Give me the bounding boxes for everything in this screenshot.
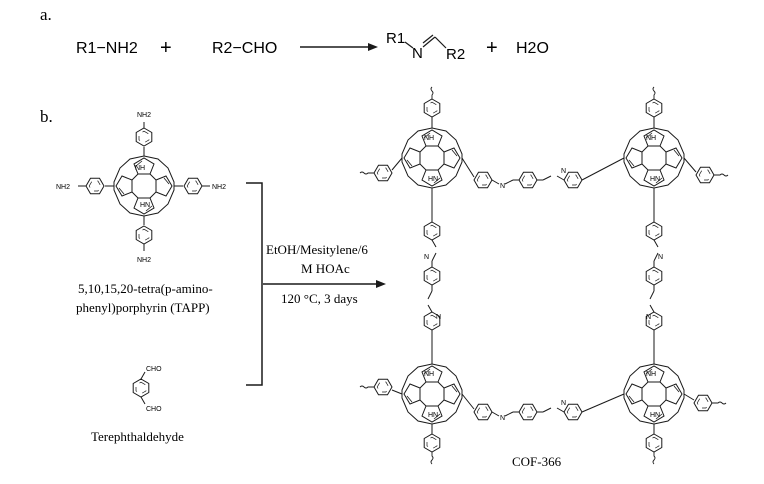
tapp-name-line2: phenyl)porphyrin (TAPP) xyxy=(76,300,210,315)
svg-text:N: N xyxy=(561,168,566,175)
svg-text:NH: NH xyxy=(646,371,656,378)
panel-a-label: a. xyxy=(40,5,52,24)
panel-b-label: b. xyxy=(40,107,53,126)
plus-sign-1: + xyxy=(160,37,172,59)
svg-text:N: N xyxy=(658,254,663,261)
svg-text:R2: R2 xyxy=(446,46,465,63)
svg-text:HN: HN xyxy=(140,202,150,209)
svg-text:NH: NH xyxy=(646,135,656,142)
svg-text:N: N xyxy=(436,314,441,321)
reaction-arrow-a xyxy=(300,43,378,51)
cof-366-structure: NH HN NH HN NH HN NH HN N N N N N N N N xyxy=(359,86,729,465)
tapp-structure: NH HN NH2 NH2 NH2 NH2 xyxy=(56,112,226,264)
svg-text:N: N xyxy=(424,254,429,261)
svg-text:NH: NH xyxy=(424,371,434,378)
reactant-amine: R1−NH2 xyxy=(76,40,138,57)
svg-text:CHO: CHO xyxy=(146,366,162,373)
svg-text:R1: R1 xyxy=(386,30,405,47)
svg-text:N: N xyxy=(646,314,651,321)
svg-text:NH2: NH2 xyxy=(137,257,151,264)
conditions-line3: 120 °C, 3 days xyxy=(281,291,358,306)
tapp-name-line1: 5,10,15,20-tetra(p-amino- xyxy=(78,281,213,296)
reactant-bracket xyxy=(246,182,263,386)
svg-text:N: N xyxy=(500,183,505,190)
water: H2O xyxy=(516,40,549,57)
reactant-aldehyde: R2−CHO xyxy=(212,40,277,57)
svg-text:HN: HN xyxy=(650,412,660,419)
svg-text:NH2: NH2 xyxy=(56,184,70,191)
svg-text:N: N xyxy=(561,400,566,407)
svg-text:N: N xyxy=(500,415,505,422)
reaction-arrow-b xyxy=(263,280,386,288)
plus-sign-2: + xyxy=(486,37,498,59)
svg-text:N: N xyxy=(412,45,423,62)
svg-text:CHO: CHO xyxy=(146,406,162,413)
svg-text:NH: NH xyxy=(424,135,434,142)
terephthaldehyde-name: Terephthaldehyde xyxy=(91,429,184,444)
cof-366-label: COF-366 xyxy=(512,454,562,469)
terephthaldehyde-structure: CHO CHO xyxy=(132,366,162,413)
conditions-line1: EtOH/Mesitylene/6 xyxy=(266,242,368,257)
svg-text:NH2: NH2 xyxy=(137,112,151,119)
conditions-line2: M HOAc xyxy=(301,261,350,276)
svg-text:HN: HN xyxy=(650,176,660,183)
svg-text:HN: HN xyxy=(428,176,438,183)
svg-text:NH: NH xyxy=(135,165,145,172)
svg-text:NH2: NH2 xyxy=(212,184,226,191)
imine-product: R1 N R2 xyxy=(386,30,465,63)
svg-text:HN: HN xyxy=(428,412,438,419)
